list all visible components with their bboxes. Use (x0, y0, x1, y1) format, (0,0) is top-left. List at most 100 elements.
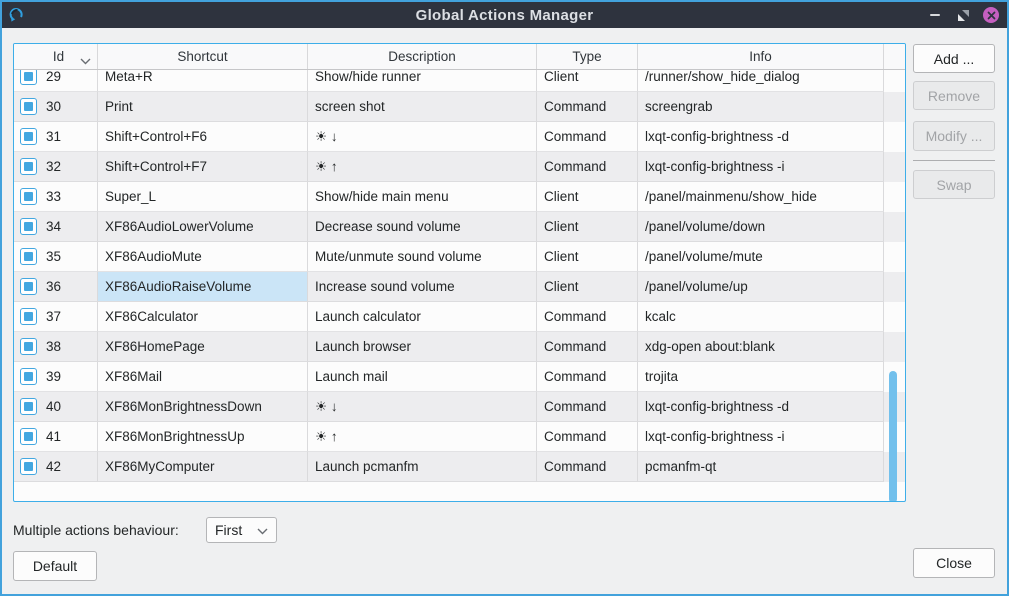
info-cell[interactable]: /panel/mainmenu/show_hide (638, 182, 884, 212)
behaviour-combobox[interactable]: First (206, 517, 277, 543)
vertical-scrollbar[interactable] (889, 371, 897, 501)
info-cell[interactable]: lxqt-config-brightness -i (638, 422, 884, 452)
info-cell[interactable]: pcmanfm-qt (638, 452, 884, 482)
id-cell[interactable]: 35 (14, 242, 98, 272)
info-cell[interactable]: xdg-open about:blank (638, 332, 884, 362)
enabled-checkbox[interactable] (20, 428, 37, 445)
close-icon[interactable] (983, 7, 999, 23)
description-cell[interactable]: ☀ ↓ (308, 392, 537, 422)
shortcut-cell[interactable]: Meta+R (98, 70, 308, 92)
shortcut-cell[interactable]: XF86MyComputer (98, 452, 308, 482)
type-cell[interactable]: Client (537, 212, 638, 242)
description-cell[interactable]: ☀ ↓ (308, 122, 537, 152)
type-cell[interactable]: Client (537, 70, 638, 92)
shortcut-cell[interactable]: Super_L (98, 182, 308, 212)
enabled-checkbox[interactable] (20, 278, 37, 295)
info-cell[interactable]: /panel/volume/down (638, 212, 884, 242)
default-button[interactable]: Default (13, 551, 97, 581)
id-cell[interactable]: 41 (14, 422, 98, 452)
shortcut-cell[interactable]: XF86MonBrightnessUp (98, 422, 308, 452)
shortcut-cell[interactable]: Shift+Control+F6 (98, 122, 308, 152)
enabled-checkbox[interactable] (20, 458, 37, 475)
id-cell[interactable]: 34 (14, 212, 98, 242)
description-cell[interactable]: ☀ ↑ (308, 422, 537, 452)
description-cell[interactable]: Show/hide main menu (308, 182, 537, 212)
column-header-description[interactable]: Description (308, 44, 537, 69)
info-cell[interactable]: kcalc (638, 302, 884, 332)
info-cell[interactable]: lxqt-config-brightness -d (638, 392, 884, 422)
description-cell[interactable]: ☀ ↑ (308, 152, 537, 182)
id-cell[interactable]: 33 (14, 182, 98, 212)
description-cell[interactable]: Show/hide runner (308, 70, 537, 92)
enabled-checkbox[interactable] (20, 70, 37, 85)
type-cell[interactable]: Command (537, 302, 638, 332)
info-cell[interactable]: lxqt-config-brightness -d (638, 122, 884, 152)
shortcut-cell[interactable]: XF86AudioLowerVolume (98, 212, 308, 242)
info-cell[interactable]: /panel/volume/up (638, 272, 884, 302)
enabled-checkbox[interactable] (20, 158, 37, 175)
enabled-checkbox[interactable] (20, 98, 37, 115)
info-cell[interactable]: /panel/volume/mute (638, 242, 884, 272)
info-cell[interactable]: trojita (638, 362, 884, 392)
description-cell[interactable]: Launch calculator (308, 302, 537, 332)
description-cell[interactable]: Decrease sound volume (308, 212, 537, 242)
type-cell[interactable]: Client (537, 272, 638, 302)
description-cell[interactable]: Mute/unmute sound volume (308, 242, 537, 272)
id-cell[interactable]: 31 (14, 122, 98, 152)
column-header-type[interactable]: Type (537, 44, 638, 69)
description-cell[interactable]: Launch pcmanfm (308, 452, 537, 482)
id-cell[interactable]: 30 (14, 92, 98, 122)
type-cell[interactable]: Command (537, 392, 638, 422)
enabled-checkbox[interactable] (20, 368, 37, 385)
type-cell[interactable]: Command (537, 362, 638, 392)
add-button[interactable]: Add ... (913, 44, 995, 73)
enabled-checkbox[interactable] (20, 338, 37, 355)
type-cell[interactable]: Command (537, 92, 638, 122)
enabled-checkbox[interactable] (20, 128, 37, 145)
shortcut-cell[interactable]: XF86Calculator (98, 302, 308, 332)
shortcut-cell[interactable]: XF86AudioMute (98, 242, 308, 272)
minimize-icon[interactable] (927, 7, 943, 23)
type-cell[interactable]: Command (537, 422, 638, 452)
id-cell[interactable]: 39 (14, 362, 98, 392)
enabled-checkbox[interactable] (20, 188, 37, 205)
type-cell[interactable]: Command (537, 122, 638, 152)
enabled-checkbox[interactable] (20, 218, 37, 235)
shortcut-cell[interactable]: XF86Mail (98, 362, 308, 392)
info-cell[interactable]: screengrab (638, 92, 884, 122)
type-cell[interactable]: Client (537, 182, 638, 212)
column-header-id[interactable]: Id (14, 44, 98, 69)
shortcut-cell[interactable]: XF86MonBrightnessDown (98, 392, 308, 422)
shortcut-cell[interactable]: XF86AudioRaiseVolume (98, 272, 308, 302)
type-cell[interactable]: Client (537, 242, 638, 272)
description-cell[interactable]: Increase sound volume (308, 272, 537, 302)
column-header-info[interactable]: Info (638, 44, 884, 69)
enabled-checkbox[interactable] (20, 248, 37, 265)
info-cell[interactable]: lxqt-config-brightness -i (638, 152, 884, 182)
id-cell[interactable]: 32 (14, 152, 98, 182)
enabled-checkbox[interactable] (20, 308, 37, 325)
info-cell[interactable]: /runner/show_hide_dialog (638, 70, 884, 92)
id-cell[interactable]: 29 (14, 70, 98, 92)
enabled-checkbox[interactable] (20, 398, 37, 415)
shortcut-cell[interactable]: Shift+Control+F7 (98, 152, 308, 182)
description-cell[interactable]: Launch browser (308, 332, 537, 362)
close-button[interactable]: Close (913, 548, 995, 578)
id-cell[interactable]: 42 (14, 452, 98, 482)
id-cell[interactable]: 38 (14, 332, 98, 362)
shortcut-cell[interactable]: XF86HomePage (98, 332, 308, 362)
restore-icon[interactable] (955, 7, 971, 23)
id-cell[interactable]: 36 (14, 272, 98, 302)
type-cell[interactable]: Command (537, 452, 638, 482)
